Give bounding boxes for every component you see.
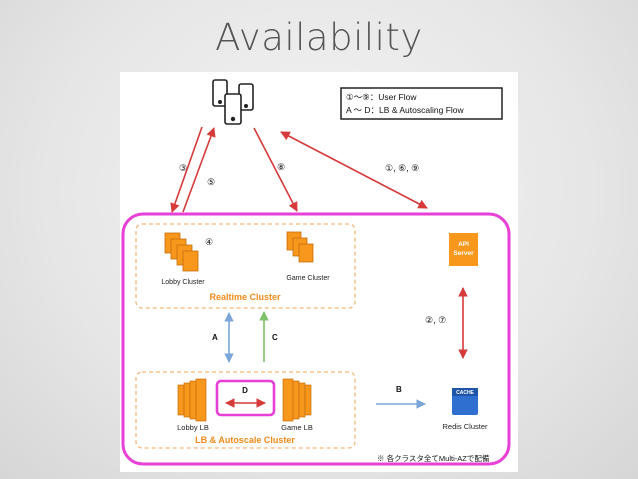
- label-b: B: [396, 385, 402, 394]
- game-cluster-label: Game Cluster: [286, 275, 330, 282]
- lobby-cluster-label: Lobby Cluster: [161, 279, 205, 286]
- label-d: D: [242, 386, 248, 395]
- label-step3: ③: [179, 163, 187, 173]
- redis-cache-icon: [452, 388, 478, 415]
- lobby-cluster-icon: [164, 232, 199, 272]
- label-step169: ①, ⑥, ⑨: [385, 163, 419, 173]
- game-cluster-icon: [286, 231, 314, 263]
- label-step5: ⑤: [207, 177, 215, 187]
- lb-cluster-title: LB & Autoscale Cluster: [195, 435, 295, 445]
- game-lb-icon: [282, 378, 312, 422]
- label-step4: ④: [205, 237, 213, 247]
- api-server-line1: API: [458, 241, 469, 248]
- legend-box: ①〜⑨：User Flow A 〜 D：LB & Autoscaling Flo…: [340, 87, 503, 120]
- slide-title: Availability: [215, 16, 423, 59]
- arrow-step5: [182, 127, 216, 213]
- arrow-step169: [280, 131, 428, 209]
- api-server-icon: [449, 233, 478, 266]
- label-step27: ②, ⑦: [425, 315, 446, 325]
- arrow-step3: [170, 126, 203, 213]
- mobile-phones-icon: [212, 79, 254, 125]
- footnote: ※ 各クラスタ全てMulti-AZで配備: [377, 453, 490, 463]
- label-a: A: [212, 333, 218, 342]
- realtime-cluster-title: Realtime Cluster: [209, 292, 281, 302]
- legend-lb-flow: A 〜 D：LB & Autoscaling Flow: [346, 105, 464, 115]
- multi-az-region-border: [121, 212, 511, 466]
- lobby-lb-label: Lobby LB: [177, 423, 209, 432]
- lobby-lb-icon: [177, 378, 207, 422]
- game-lb-label: Game LB: [281, 423, 313, 432]
- d-flow-box: [215, 379, 276, 417]
- lb-cluster-box: [135, 371, 356, 449]
- label-step8: ⑧: [277, 162, 285, 172]
- legend-user-flow: ①〜⑨：User Flow: [346, 92, 417, 102]
- api-server-line2: Server: [453, 250, 474, 257]
- label-c: C: [272, 333, 278, 342]
- redis-cache-text: CACHE: [456, 390, 474, 396]
- realtime-cluster-box: [135, 223, 356, 309]
- redis-cluster-label: Redis Cluster: [442, 422, 488, 431]
- arrow-step8: [253, 127, 298, 212]
